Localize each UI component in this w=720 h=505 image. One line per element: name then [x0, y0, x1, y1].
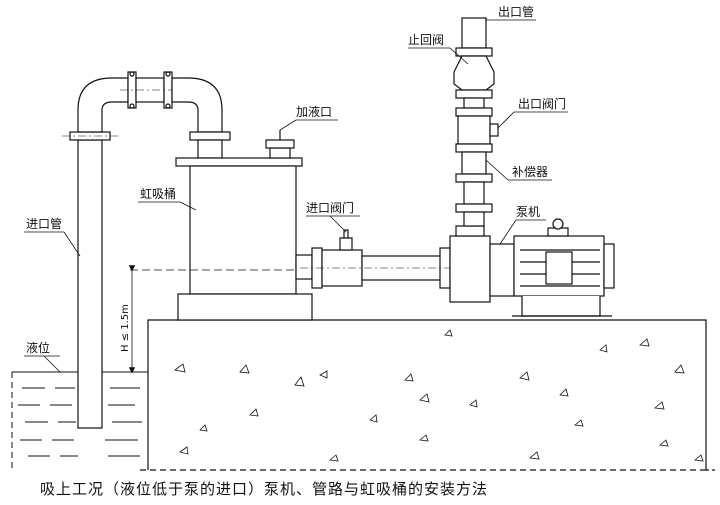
label-check-valve: 止回阀	[408, 33, 444, 47]
label-fill-port: 加液口	[296, 104, 332, 119]
siphon-tank	[175, 130, 313, 321]
label-outlet-valve: 出口阀门	[518, 96, 566, 111]
liquid-body	[11, 371, 148, 470]
pump-unit	[449, 218, 615, 317]
leader-lines	[24, 19, 568, 373]
label-compensator: 补偿器	[512, 164, 548, 179]
height-label: H ≤ 1.5m	[120, 304, 131, 352]
label-inlet-pipe: 进口管	[26, 216, 62, 231]
label-liquid-level: 液位	[26, 340, 50, 355]
concrete-foundation	[140, 319, 716, 471]
label-siphon-tank: 虹吸桶	[140, 186, 176, 201]
label-pump: 泵机	[516, 205, 540, 219]
inlet-pipe	[62, 71, 231, 429]
label-outlet-pipe: 出口管	[498, 4, 534, 19]
diagram-caption: 吸上工况（液位低于泵的进口）泵机、管路与虹吸桶的安装方法	[40, 480, 488, 498]
suction-pipe	[295, 229, 456, 289]
discharge-pipe	[453, 17, 499, 227]
label-inlet-valve: 进口阀门	[306, 200, 354, 215]
